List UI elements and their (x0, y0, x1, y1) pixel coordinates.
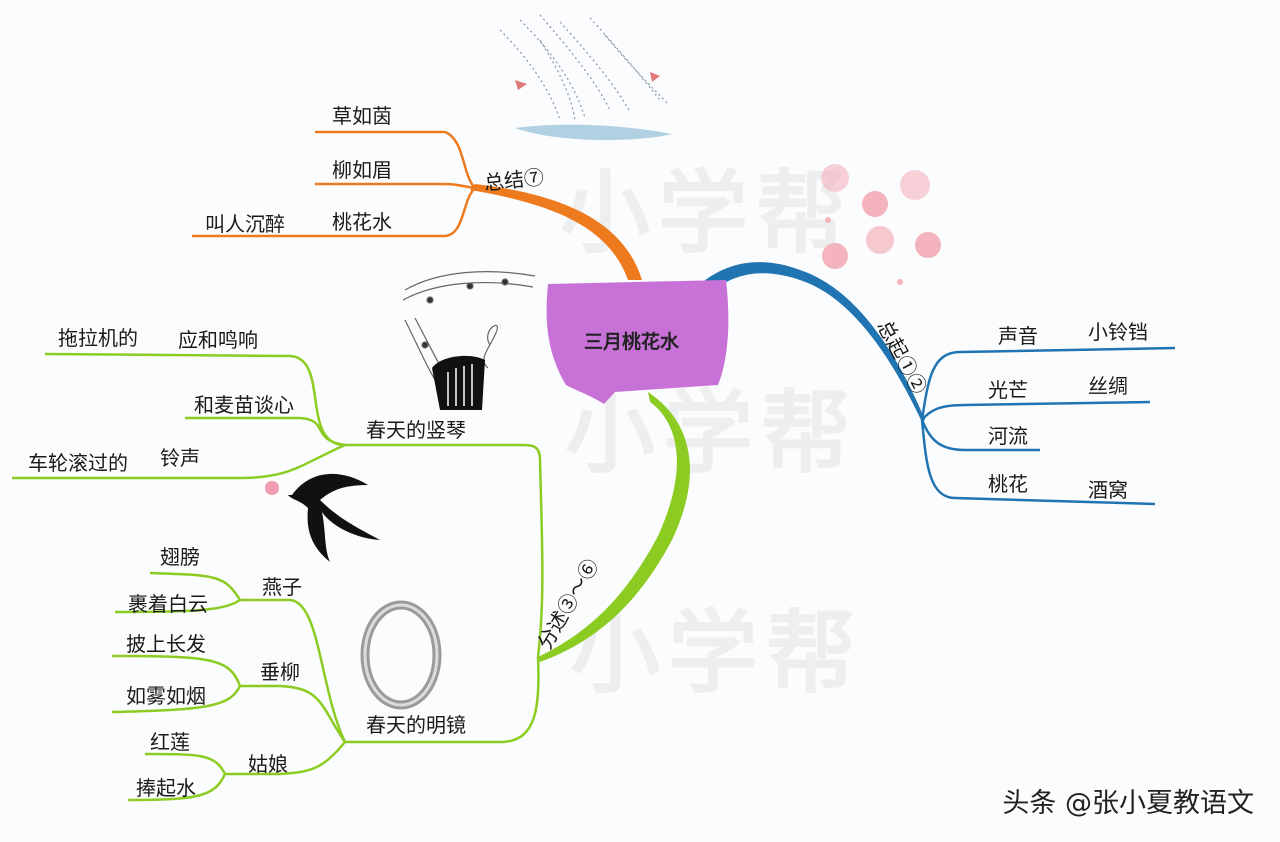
intro-item-peach[interactable]: 桃花 (988, 472, 1028, 496)
watermark: 小学帮 (570, 601, 864, 706)
willow-item[interactable]: 如雾如烟 (126, 684, 206, 708)
harp-item[interactable]: 铃声 (160, 446, 200, 470)
intro-sub-branches (920, 346, 1176, 506)
petal-icon (515, 80, 527, 90)
girl-item[interactable]: 红莲 (150, 730, 190, 754)
summary-item[interactable]: 草如茵 (332, 104, 392, 128)
harp-node-label[interactable]: 春天的竖琴 (366, 418, 466, 442)
mirror-node-label[interactable]: 春天的明镜 (366, 713, 466, 737)
summary-sub-branches (192, 130, 476, 238)
water-pool-shape (515, 124, 672, 141)
swallow-node-label[interactable]: 燕子 (262, 575, 302, 599)
intro-item-bell[interactable]: 小铃铛 (1088, 320, 1148, 344)
intro-item-river[interactable]: 河流 (988, 424, 1028, 448)
girl-item[interactable]: 捧起水 (136, 776, 196, 800)
harp-item[interactable]: 拖拉机的 (58, 326, 138, 350)
intro-item-dimple[interactable]: 酒窝 (1088, 478, 1128, 502)
swallow-icon (265, 473, 380, 562)
harp-item[interactable]: 和麦苗谈心 (194, 393, 294, 417)
harp-item[interactable]: 应和鸣响 (178, 328, 258, 352)
harp-item[interactable]: 车轮滚过的 (28, 451, 128, 475)
harp-sub-branches (12, 352, 544, 658)
summary-main-branch (470, 184, 642, 280)
summary-item[interactable]: 叫人沉醉 (205, 212, 285, 236)
central-node-shape (546, 280, 729, 404)
intro-item-light[interactable]: 光芒 (988, 378, 1028, 402)
central-topic[interactable]: 三月桃花水 (584, 331, 680, 353)
watermark: 小学帮 (565, 381, 859, 486)
petal-icon (650, 72, 660, 82)
watermark: 小学帮 (560, 161, 854, 266)
swallow-item[interactable]: 裹着白云 (128, 592, 208, 616)
author-credit: 头条 @张小夏教语文 (1002, 788, 1254, 819)
intro-main-branch (698, 262, 925, 422)
willow-rain-illustration (499, 14, 669, 121)
willow-node-label[interactable]: 垂柳 (260, 660, 300, 684)
girl-node-label[interactable]: 姑娘 (248, 752, 288, 776)
summary-item[interactable]: 柳如眉 (332, 158, 392, 182)
willow-item[interactable]: 披上长发 (126, 632, 206, 656)
intro-item-silk[interactable]: 丝绸 (1088, 374, 1128, 398)
intro-item-sound[interactable]: 声音 (998, 324, 1038, 348)
mirror-inner-ring (363, 603, 439, 707)
mirror-sub-branches (111, 571, 540, 802)
swallow-item[interactable]: 翅膀 (160, 545, 200, 569)
peach-blossom-illustration (821, 164, 941, 285)
summary-item[interactable]: 桃花水 (332, 210, 392, 234)
details-main-branch (538, 392, 690, 662)
harp-icon (432, 355, 485, 410)
